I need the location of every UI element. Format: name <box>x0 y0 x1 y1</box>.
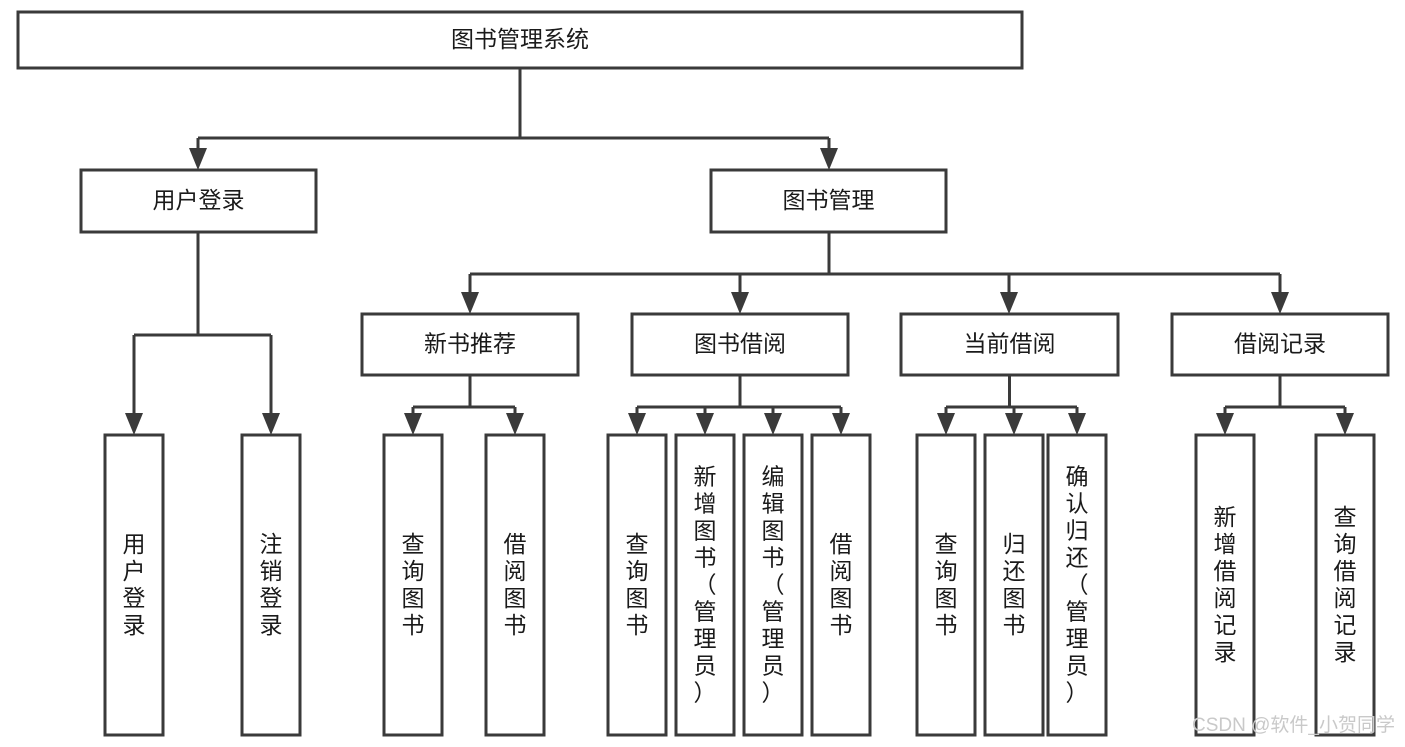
arrow-head-icon <box>832 413 850 435</box>
node-label: 查询借阅记录 <box>1334 504 1357 665</box>
nodes-layer: 图书管理系统用户登录图书管理新书推荐图书借阅当前借阅借阅记录用户登录注销登录查询… <box>16 10 1390 737</box>
arrow-head-icon <box>506 413 524 435</box>
csdn-watermark: CSDN @软件_小贺同学 <box>1192 714 1395 736</box>
node-box <box>899 312 1120 377</box>
arrow-head-icon <box>937 413 955 435</box>
node-label: 编辑图书（管理员） <box>762 464 785 706</box>
node-label: 新书推荐 <box>424 331 516 357</box>
node-box <box>240 433 302 737</box>
node-label: 借阅图书 <box>504 531 527 638</box>
node-label: 新增图书（管理员） <box>694 464 717 706</box>
node-leaf-user-login[interactable]: 用户登录 <box>103 433 165 737</box>
node-leaf-confirm-return[interactable]: 确认归还（管理员） <box>1046 433 1108 737</box>
node-leaf-query-book-current[interactable]: 查询图书 <box>915 433 977 737</box>
node-book-management[interactable]: 图书管理 <box>709 168 948 234</box>
arrow-head-icon <box>262 413 280 435</box>
node-label: 查询图书 <box>935 531 958 638</box>
arrow-head-icon <box>764 413 782 435</box>
node-box <box>709 168 948 234</box>
arrow-head-icon <box>461 292 479 314</box>
node-box <box>1046 433 1108 737</box>
node-label: 当前借阅 <box>964 331 1056 357</box>
arrow-head-icon <box>1336 413 1354 435</box>
node-leaf-add-borrow-record[interactable]: 新增借阅记录 <box>1194 433 1256 737</box>
node-leaf-return-book[interactable]: 归还图书 <box>983 433 1045 737</box>
node-box <box>630 312 850 377</box>
node-label: 用户登录 <box>153 187 245 213</box>
node-current-borrow[interactable]: 当前借阅 <box>899 312 1120 377</box>
arrow-head-icon <box>404 413 422 435</box>
node-leaf-borrow-book-recommend[interactable]: 借阅图书 <box>484 433 546 737</box>
node-label: 注销登录 <box>260 531 283 638</box>
node-box <box>484 433 546 737</box>
node-label: 图书管理 <box>783 187 875 213</box>
node-leaf-edit-book[interactable]: 编辑图书（管理员） <box>742 433 804 737</box>
node-label: 借阅记录 <box>1234 331 1326 357</box>
node-label: 新增借阅记录 <box>1214 504 1237 665</box>
node-box <box>983 433 1045 737</box>
connectors-layer <box>125 68 1354 435</box>
node-box <box>1194 433 1256 737</box>
arrow-head-icon <box>1271 292 1289 314</box>
node-leaf-add-book[interactable]: 新增图书（管理员） <box>674 433 736 737</box>
arrow-head-icon <box>820 148 838 170</box>
node-box <box>606 433 668 737</box>
arrow-head-icon <box>1216 413 1234 435</box>
node-label: 查询图书 <box>626 531 649 638</box>
node-box <box>915 433 977 737</box>
arrow-head-icon <box>1068 413 1086 435</box>
node-label: 查询图书 <box>402 531 425 638</box>
node-box <box>674 433 736 737</box>
node-label: 借阅图书 <box>830 531 853 638</box>
node-leaf-query-book-borrow[interactable]: 查询图书 <box>606 433 668 737</box>
arrow-head-icon <box>731 292 749 314</box>
node-box <box>382 433 444 737</box>
arrow-head-icon <box>696 413 714 435</box>
node-box <box>360 312 580 377</box>
arrow-head-icon <box>628 413 646 435</box>
node-label: 图书管理系统 <box>451 26 589 52</box>
node-box <box>79 168 318 234</box>
arrow-head-icon <box>189 148 207 170</box>
node-box <box>1314 433 1376 737</box>
node-label: 用户登录 <box>123 531 146 638</box>
node-new-book-recommend[interactable]: 新书推荐 <box>360 312 580 377</box>
node-book-borrow[interactable]: 图书借阅 <box>630 312 850 377</box>
node-user-login[interactable]: 用户登录 <box>79 168 318 234</box>
node-label: 确认归还（管理员） <box>1066 464 1089 706</box>
node-label: 图书借阅 <box>694 331 786 357</box>
node-leaf-borrow-book[interactable]: 借阅图书 <box>810 433 872 737</box>
node-box <box>810 433 872 737</box>
arrow-head-icon <box>1000 292 1018 314</box>
node-box <box>1170 312 1390 377</box>
node-root[interactable]: 图书管理系统 <box>16 10 1024 70</box>
node-leaf-query-book-recommend[interactable]: 查询图书 <box>382 433 444 737</box>
arrow-head-icon <box>125 413 143 435</box>
node-leaf-query-borrow-record[interactable]: 查询借阅记录 <box>1314 433 1376 737</box>
node-leaf-logout[interactable]: 注销登录 <box>240 433 302 737</box>
node-label: 归还图书 <box>1003 531 1026 638</box>
arrow-head-icon <box>1005 413 1023 435</box>
node-box <box>103 433 165 737</box>
node-box <box>16 10 1024 70</box>
node-box <box>742 433 804 737</box>
node-borrow-record[interactable]: 借阅记录 <box>1170 312 1390 377</box>
